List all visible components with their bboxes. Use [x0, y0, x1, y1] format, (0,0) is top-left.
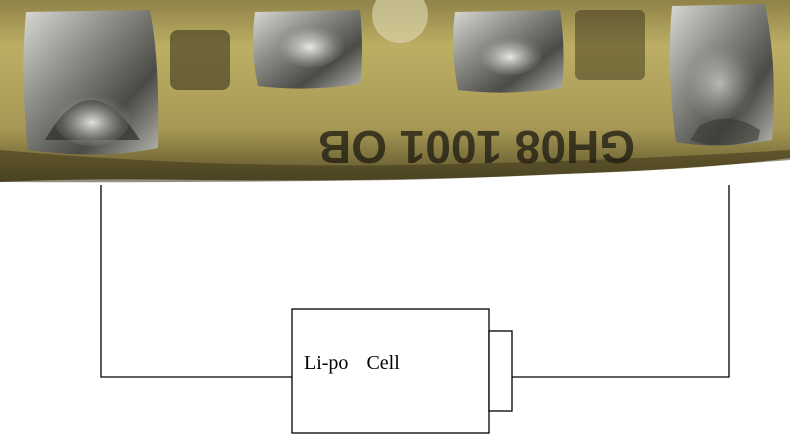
solder-pad-center-left — [253, 10, 362, 89]
solder-pad-left — [23, 10, 159, 155]
battery-label-word2: Cell — [366, 352, 400, 374]
small-component — [170, 30, 230, 90]
wire-right — [512, 185, 730, 378]
solder-pad-center-right — [453, 10, 564, 93]
wire-left — [100, 185, 292, 378]
battery-terminal — [488, 330, 513, 412]
battery-label-word1: Li-po — [304, 352, 349, 374]
solder-pad-right — [669, 4, 774, 146]
battery-label: Li-po Cell — [304, 352, 484, 375]
pcb-photo: GH08 1001 OB — [0, 0, 790, 183]
silkscreen-marking: GH08 1001 OB — [318, 121, 635, 173]
battery-body — [291, 308, 490, 434]
